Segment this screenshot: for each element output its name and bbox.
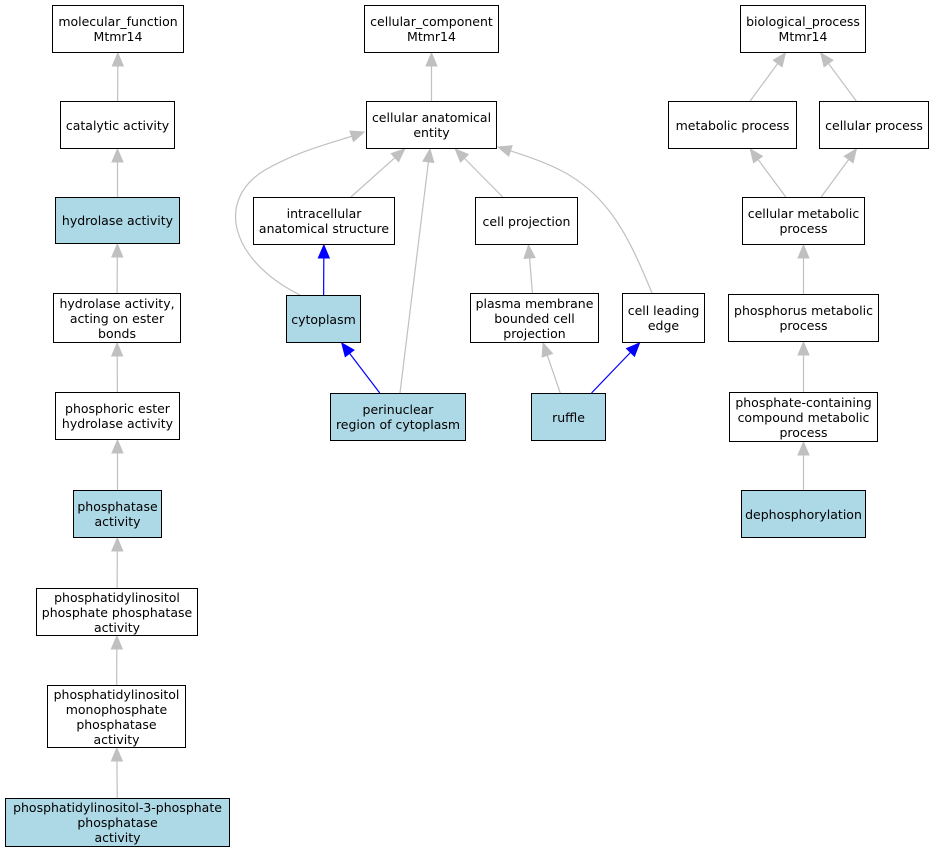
edge-cytoplasm-to-cae — [234, 135, 352, 296]
edge-ias-to-cae — [350, 157, 396, 198]
edge-cytoplasm-to-ias-arrowhead — [317, 243, 331, 259]
edge-ruffle-to-leading-arrowhead — [625, 342, 641, 358]
node-phosphatase-activity[interactable]: phosphatase activity — [73, 490, 162, 538]
edge-pmbcp-to-cellproj-arrowhead — [523, 243, 536, 259]
edge-perinuc-to-cae-arrowhead — [422, 147, 435, 164]
edge-pimp-to-pipp-arrowhead — [110, 634, 124, 650]
edge-dephos-to-pccm-arrowhead — [797, 440, 810, 456]
edge-cellmetab-to-metab — [757, 159, 787, 198]
node-metabolic-process[interactable]: metabolic process — [668, 101, 797, 149]
edge-cellmetab-to-cellproc-arrowhead — [843, 147, 858, 164]
edge-cytoplasm-to-cae-arrowhead — [349, 130, 366, 143]
edge-phosphatase-to-phosester-arrowhead — [111, 438, 124, 454]
node-molecular-function[interactable]: molecular_function Mtmr14 — [52, 5, 184, 53]
node-phosphorus-metabolic-process[interactable]: phosphorus metabolic process — [728, 294, 879, 342]
node-phosphate-compound-metabolic[interactable]: phosphate-containing compound metabolic … — [729, 392, 878, 442]
edge-ias-to-cae-arrowhead — [390, 148, 406, 163]
edge-metab-to-bp — [749, 63, 779, 102]
edge-pipp-to-phosphatase-arrowhead — [111, 536, 124, 552]
node-ruffle[interactable]: ruffle — [531, 393, 606, 441]
edge-cellproj-to-cae-arrowhead — [454, 148, 470, 163]
node-cytoplasm[interactable]: cytoplasm — [286, 295, 361, 343]
node-phosphoric-ester-hydrolase[interactable]: phosphoric ester hydrolase activity — [55, 392, 180, 440]
node-cellular-process[interactable]: cellular process — [819, 101, 929, 149]
edge-ruffle-to-leading — [591, 351, 631, 394]
edge-cellproj-to-cae — [463, 157, 504, 198]
edge-leading-to-cae-arrowhead — [496, 145, 513, 158]
edge-hyd-to-cat-arrowhead — [111, 147, 124, 163]
node-biological-process[interactable]: biological_process Mtmr14 — [740, 5, 866, 53]
node-cellular-component[interactable]: cellular_component Mtmr14 — [364, 5, 499, 53]
edge-leading-to-cae — [510, 150, 653, 294]
node-cell-leading-edge[interactable]: cell leading edge — [622, 293, 705, 343]
edge-cellproc-to-bp — [827, 63, 857, 102]
edge-pmbcp-to-cellproj — [528, 257, 534, 294]
node-plasma-membrane-bounded-projection[interactable]: plasma membrane bounded cell projection — [470, 293, 599, 343]
node-pi-monophosphate-phosphatase[interactable]: phosphatidylinositol monophosphate phosp… — [47, 685, 186, 748]
edge-phosester-to-hydester-arrowhead — [110, 341, 124, 357]
node-pi3p-phosphatase[interactable]: phosphatidylinositol-3-phosphate phospha… — [5, 798, 230, 847]
node-hydrolase-activity[interactable]: hydrolase activity — [55, 197, 180, 244]
edge-cat-to-mf-arrowhead — [111, 51, 125, 67]
node-perinuclear-region[interactable]: perinuclear region of cytoplasm — [330, 393, 466, 441]
node-dephosphorylation[interactable]: dephosphorylation — [741, 490, 866, 538]
node-cell-projection[interactable]: cell projection — [475, 197, 578, 245]
node-pi-phosphate-phosphatase[interactable]: phosphatidylinositol phosphate phosphata… — [36, 588, 198, 636]
edge-metab-to-bp-arrowhead — [772, 51, 787, 68]
node-catalytic-activity[interactable]: catalytic activity — [60, 101, 175, 149]
edge-ruffle-to-pmbcp — [546, 355, 561, 394]
edge-perinuc-to-cytoplasm — [349, 352, 381, 394]
edge-ruffle-to-pmbcp-arrowhead — [541, 341, 554, 358]
node-cellular-metabolic-process[interactable]: cellular metabolic process — [742, 197, 865, 245]
edge-pi3p-to-pimp-arrowhead — [110, 746, 124, 762]
node-intracellular-anatomical-structure[interactable]: intracellular anatomical structure — [253, 197, 395, 245]
edge-perinuc-to-cae — [399, 161, 429, 394]
edge-perinuc-to-cytoplasm-arrowhead — [340, 341, 355, 358]
edge-cae-to-cc-arrowhead — [425, 51, 438, 67]
edge-cellmetab-to-cellproc — [820, 159, 850, 198]
edge-pccm-to-phosmetab-arrowhead — [797, 340, 810, 356]
edge-phosmetab-to-cellmetab-arrowhead — [797, 243, 810, 259]
node-cellular-anatomical-entity[interactable]: cellular anatomical entity — [366, 101, 497, 149]
node-hydrolase-activity-ester-bonds[interactable]: hydrolase activity, acting on ester bond… — [53, 293, 181, 343]
edge-cellmetab-to-metab-arrowhead — [749, 147, 764, 164]
edge-cellproc-to-bp-arrowhead — [819, 51, 834, 68]
edge-hydester-to-hyd-arrowhead — [111, 242, 124, 258]
